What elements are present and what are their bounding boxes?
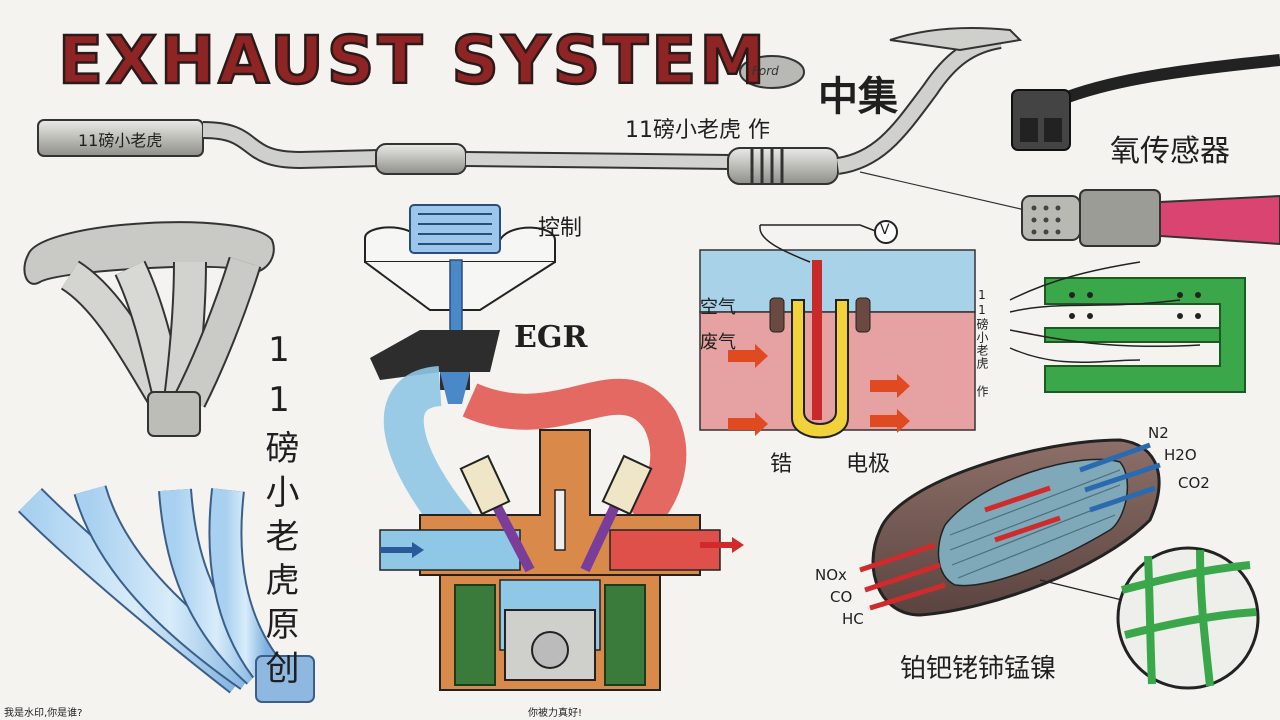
- poster-title: EXHAUST SYSTEM: [57, 21, 769, 101]
- egr-label: EGR: [514, 320, 588, 355]
- o2-sensor-cross-section: [699, 220, 976, 439]
- exhaust-manifold-gray: [23, 221, 275, 437]
- author-credit: 11磅小老虎 作: [625, 118, 770, 143]
- vertical-credit: 11磅小老虎原创: [259, 330, 299, 694]
- egr-engine-diagram: [364, 204, 744, 691]
- footer-watermark: 我是水印,你是谁?: [4, 708, 83, 719]
- output-gas-co2: CO2: [1178, 474, 1210, 492]
- output-gas-n2: N2: [1148, 424, 1169, 442]
- electrode-label: 电极: [846, 452, 891, 477]
- air-label: 空气: [700, 297, 736, 318]
- sensor-connector: [1011, 54, 1280, 151]
- ford-badge: [739, 55, 805, 89]
- catalyst-metals-label: 铂钯铑铈锰镍: [900, 654, 1057, 684]
- muffler-label: 11磅小老虎: [78, 131, 163, 150]
- ford-badge-text: Ford: [752, 64, 779, 78]
- zirconium-label: 锆: [770, 452, 793, 477]
- input-gas-co: CO: [830, 588, 853, 606]
- oxygen-sensor: [1021, 189, 1280, 247]
- catalyst-mesh-magnifier: [1039, 546, 1260, 690]
- sensor-credit: 11磅小老虎 作: [975, 288, 989, 398]
- output-gas-h2o: H2O: [1164, 446, 1197, 464]
- input-gas-hc: HC: [842, 610, 864, 628]
- sensor-title: 氧传感器: [1110, 134, 1230, 169]
- exhaust-pipe-line: [37, 27, 1026, 211]
- footer-center-note: 你被力真好!: [528, 708, 583, 719]
- exhaust-gas-label: 废气: [700, 332, 736, 353]
- voltmeter-label: V: [880, 222, 890, 238]
- sensor-flow-sketch: [1009, 261, 1246, 393]
- input-gas-nox: NOx: [815, 566, 847, 584]
- egr-control-label: 控制: [538, 216, 583, 241]
- catalytic-converter: [859, 438, 1161, 617]
- exhaust-manifold-blue: [17, 484, 315, 703]
- episode-label: 中集: [818, 74, 898, 120]
